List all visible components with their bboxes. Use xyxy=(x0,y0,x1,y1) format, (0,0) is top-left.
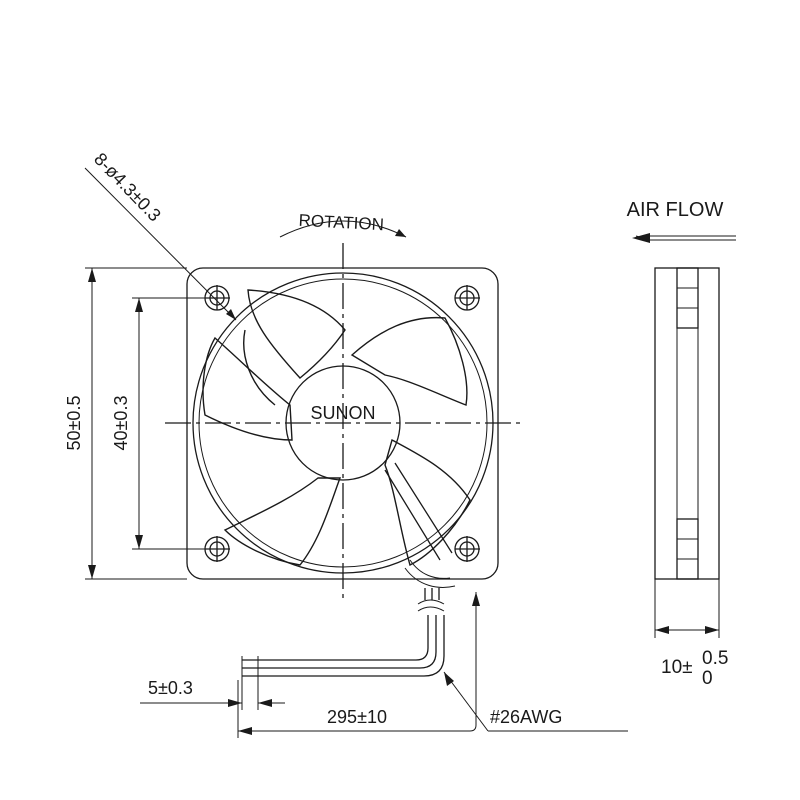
wire-channel xyxy=(384,462,453,561)
dimension-50-label: 50±0.5 xyxy=(64,396,84,451)
thickness-label: 10± xyxy=(661,657,693,678)
lead-wires-in-frame xyxy=(404,559,456,588)
dimension-5-label: 5±0.3 xyxy=(148,678,193,698)
fan-blade-5 xyxy=(202,336,293,441)
fan-blade-6 xyxy=(243,329,276,406)
hole-callout-label: 8-ø4.3±0.3 xyxy=(90,149,165,225)
fan-blade-1 xyxy=(247,289,346,379)
fan-blade-4 xyxy=(223,477,342,566)
air-flow-arrow xyxy=(635,235,736,241)
fan-blade-3 xyxy=(384,438,471,567)
thickness-tol-lower: 0 xyxy=(702,668,713,689)
lead-wires xyxy=(241,588,445,680)
dimension-50: 50±0.5 xyxy=(64,267,187,580)
wire-gauge-label: #26AWG xyxy=(490,707,562,727)
dimension-40-label: 40±0.3 xyxy=(111,396,131,451)
fan-blade-2 xyxy=(350,316,468,406)
dimension-295: 295±10 xyxy=(237,592,480,738)
front-view: SUNON xyxy=(165,243,520,600)
side-view: AIR FLOW 10± 0.5 0 xyxy=(627,199,736,689)
fan-blades xyxy=(202,289,471,567)
side-body xyxy=(654,267,720,580)
wire-gauge-callout: #26AWG xyxy=(443,671,628,732)
rotation-label: ROTATION xyxy=(298,211,384,234)
dimension-40: 40±0.3 xyxy=(111,297,205,550)
hole-callout: 8-ø4.3±0.3 xyxy=(84,149,237,321)
side-clip-bottom xyxy=(676,518,699,580)
air-flow-label: AIR FLOW xyxy=(627,199,724,221)
thickness-tol-upper: 0.5 xyxy=(702,648,728,669)
rotation-indicator: ROTATION xyxy=(279,211,407,238)
brand-label: SUNON xyxy=(310,403,375,423)
dimension-5: 5±0.3 xyxy=(140,672,285,710)
side-clip-top xyxy=(676,267,699,329)
dimension-295-label: 295±10 xyxy=(327,707,387,727)
